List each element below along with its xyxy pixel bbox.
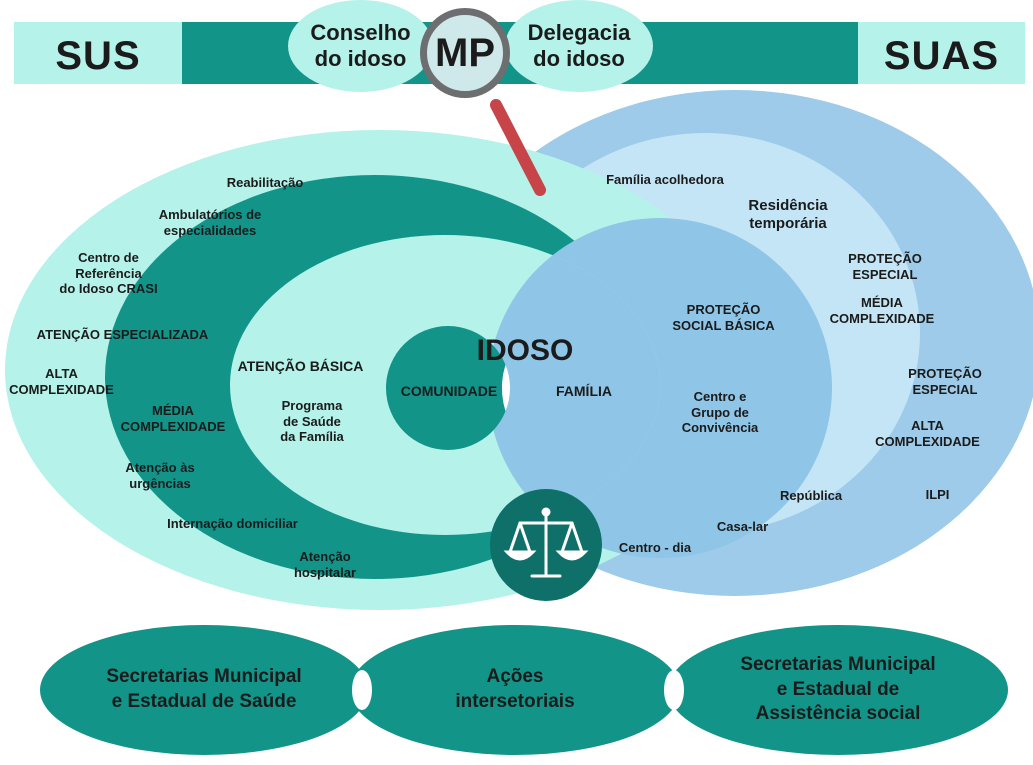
atencao-basica-label: ATENÇÃO BÁSICA <box>237 358 364 374</box>
protecao-basica-label: PROTEÇÃO SOCIAL BÁSICA <box>672 302 775 333</box>
alta-complexidade-sus-label: ALTA COMPLEXIDADE <box>9 366 114 397</box>
magnifier-icon: MP <box>420 8 510 98</box>
bottom-notch-right <box>664 670 684 710</box>
scales-of-justice-icon <box>503 507 589 578</box>
urgencias-label: Atenção às urgências <box>125 460 195 491</box>
comunidade-circle <box>386 326 510 450</box>
suas-label: SUAS <box>883 34 1000 78</box>
psf-label: Programa de Saúde da Família <box>280 398 344 445</box>
sus-label: SUS <box>55 34 141 78</box>
media-complexidade-suas-label: MÉDIA COMPLEXIDADE <box>829 295 935 326</box>
protecao-especial-media-label: PROTEÇÃO ESPECIAL <box>848 251 922 282</box>
familia-acolhedora-label: Família acolhedora <box>606 172 724 187</box>
hospitalar-label: Atenção hospitalar <box>293 549 357 580</box>
ambulatorios-label: Ambulatórios de especialidades <box>158 207 262 238</box>
internacao-label: Internação domiciliar <box>167 516 298 531</box>
acoes-label: Ações intersetoriais <box>455 666 575 712</box>
ilpi-label: ILPI <box>925 487 950 502</box>
atencao-especializada-label: ATENÇÃO ESPECIALIZADA <box>36 327 209 342</box>
republica-label: República <box>779 488 843 503</box>
mp-label: MP <box>435 30 495 75</box>
acoes-ellipse: Ações intersetoriais <box>350 625 680 755</box>
delegacia-label: Delegacia do idoso <box>527 19 631 71</box>
alta-complexidade-suas-label: ALTA COMPLEXIDADE <box>875 418 980 449</box>
conselho-label: Conselho do idoso <box>310 19 411 71</box>
conselho-bubble: Conselho do idoso <box>288 0 433 92</box>
reabilitacao-label: Reabilitação <box>226 175 304 190</box>
casa-lar-label: Casa-lar <box>716 519 769 534</box>
comunidade-label: COMUNIDADE <box>400 383 498 399</box>
media-complexidade-sus-label: MÉDIA COMPLEXIDADE <box>120 403 226 434</box>
header-bar-right <box>858 22 1025 84</box>
familia-circle <box>502 310 658 466</box>
delegacia-bubble: Delegacia do idoso <box>505 0 653 92</box>
magnifier-handle <box>490 99 546 196</box>
assistencia-label: Secretarias Municipal e Estadual de Assi… <box>740 653 936 725</box>
crasi-label: Centro de Referência do Idoso CRASI <box>59 250 158 297</box>
bottom-notch-left <box>352 670 372 710</box>
centro-dia-label: Centro - dia <box>618 540 692 555</box>
saude-ellipse: Secretarias Municipal e Estadual de Saúd… <box>40 625 368 755</box>
header-bar-left <box>14 22 182 84</box>
centro-convivencia-label: Centro e Grupo de Convivência <box>681 389 759 436</box>
assistencia-ellipse: Secretarias Municipal e Estadual de Assi… <box>668 625 1008 755</box>
idoso-title: IDOSO <box>476 334 574 367</box>
familia-label: FAMÍLIA <box>556 383 612 399</box>
protecao-especial-alta-label: PROTEÇÃO ESPECIAL <box>908 366 982 397</box>
saude-label: Secretarias Municipal e Estadual de Saúd… <box>106 666 302 712</box>
residencia-label: Residência temporária <box>748 197 828 232</box>
